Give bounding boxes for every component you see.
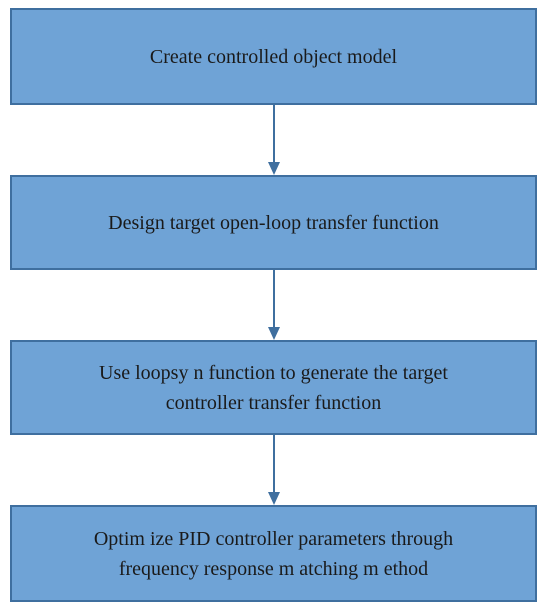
arrow-2 (268, 270, 280, 340)
step-label: Optim ize PID controller parameters thro… (93, 527, 454, 580)
step-box-optimize-pid: Optim ize PID controller parameters thro… (10, 505, 537, 602)
step-box-create-model: Create controlled object model (10, 8, 537, 105)
arrow-3 (268, 435, 280, 505)
step-label: Create controlled object model (149, 45, 398, 68)
step-label: Use loopsy n function to generate the ta… (99, 361, 448, 414)
arrow-1 (268, 105, 280, 175)
step-box-design-target: Design target open-loop transfer functio… (10, 175, 537, 270)
step-label: Design target open-loop transfer functio… (108, 211, 439, 234)
step-box-loopsyn: Use loopsy n function to generate the ta… (10, 340, 537, 435)
